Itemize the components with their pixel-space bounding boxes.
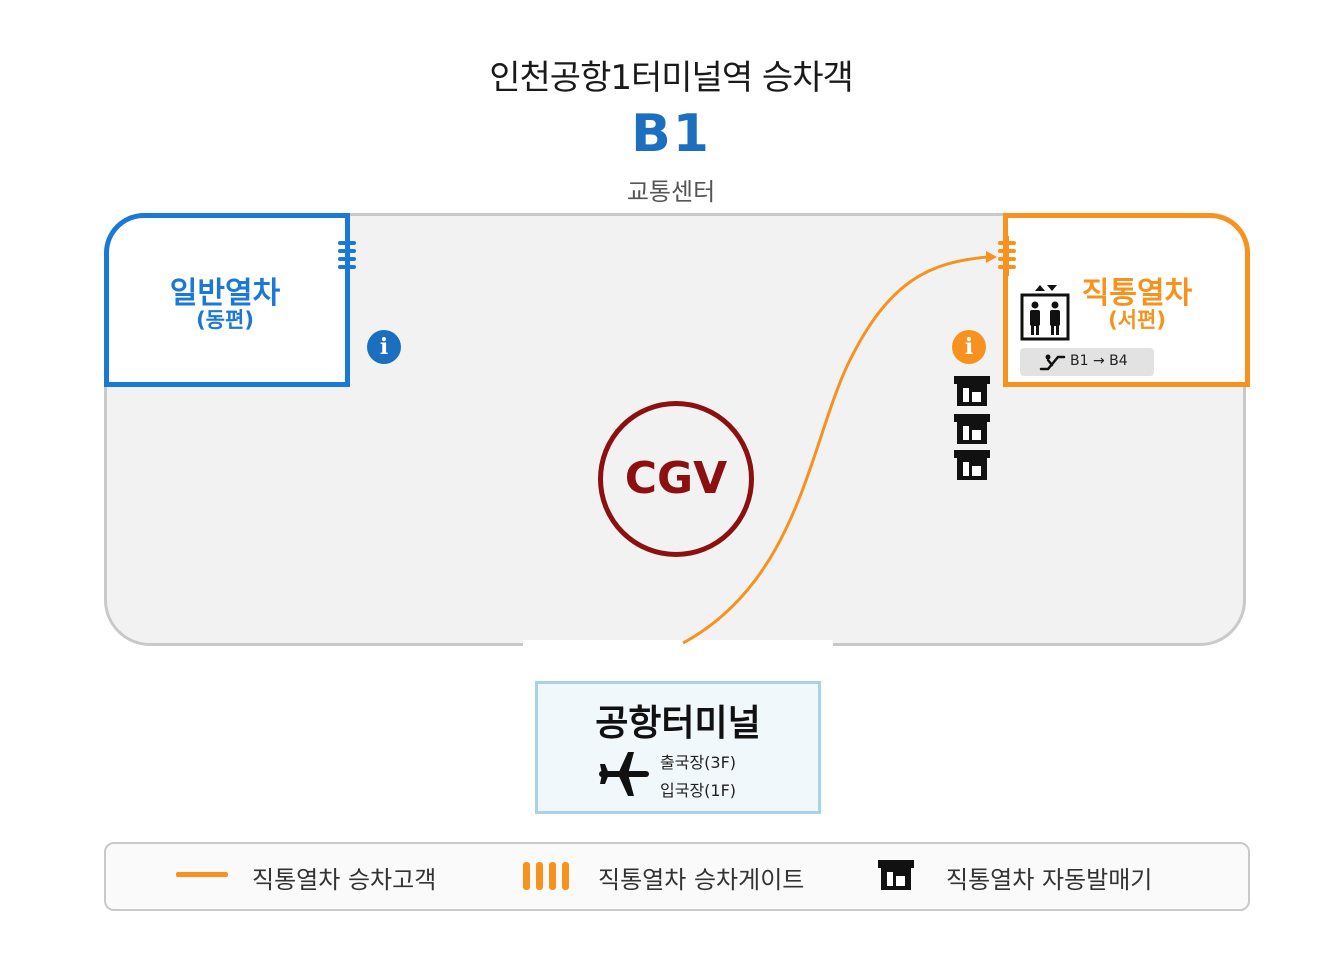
express-route-path bbox=[682, 255, 989, 645]
general-gate-icon bbox=[338, 236, 356, 276]
floor-label: B1 bbox=[631, 104, 711, 164]
general-train-label: 일반열차 bbox=[169, 276, 281, 311]
ticket-machine-icon bbox=[954, 376, 990, 406]
terminal-label: 공항터미널 bbox=[595, 703, 761, 744]
legend-gate-icon bbox=[523, 862, 569, 890]
legend-ticket-machine-label: 직통열차 자동발매기 bbox=[946, 866, 1153, 894]
legend-ticket-machine-icon bbox=[878, 860, 914, 890]
legend bbox=[104, 842, 1250, 911]
escalator-range: B1 → B4 bbox=[1070, 353, 1128, 369]
elevator-icon[interactable] bbox=[1020, 283, 1072, 341]
express-gate-icon bbox=[998, 236, 1016, 276]
ticket-machine-icon bbox=[954, 414, 990, 444]
general-train-direction: (동편) bbox=[196, 308, 254, 332]
general-train-platform[interactable] bbox=[104, 213, 350, 387]
legend-gate-label: 직통열차 승차게이트 bbox=[598, 866, 805, 894]
departures-floor: 출국장(3F) bbox=[660, 753, 737, 772]
escalator-icon bbox=[1039, 354, 1066, 371]
arrivals-floor: 입국장(1F) bbox=[660, 781, 737, 800]
legend-route-line-icon bbox=[176, 872, 228, 877]
ticket-machine-icon bbox=[954, 450, 990, 480]
ticket-machine-group bbox=[954, 376, 990, 480]
express-train-label: 직통열차 bbox=[1081, 276, 1193, 311]
route-arrow-head bbox=[986, 251, 997, 263]
airplane-icon bbox=[599, 752, 649, 796]
express-train-direction: (서편) bbox=[1108, 308, 1166, 332]
location-subtitle: 교통센터 bbox=[626, 178, 716, 206]
concourse-entrance-gap bbox=[523, 640, 833, 652]
escalator-badge[interactable]: B1 → B4 bbox=[1020, 348, 1154, 376]
airport-terminal-box[interactable] bbox=[535, 681, 821, 814]
cgv-landmark[interactable]: CGV bbox=[598, 401, 754, 557]
legend-route-label: 직통열차 승차고객 bbox=[252, 866, 437, 894]
info-icon-general[interactable]: i bbox=[367, 330, 401, 364]
page-title: 인천공항1터미널역 승차객 bbox=[489, 58, 854, 98]
info-icon-express[interactable]: i bbox=[952, 330, 986, 364]
